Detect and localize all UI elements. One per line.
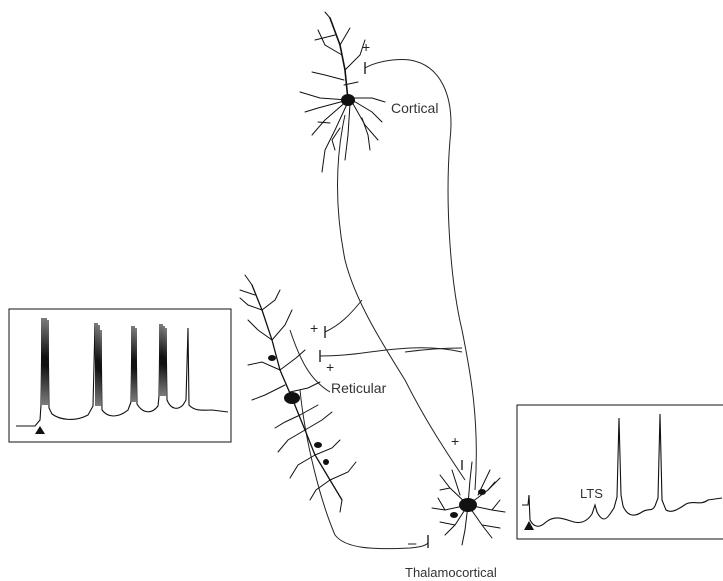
reticular-lower-sign: +: [326, 359, 334, 375]
thalamocortical-stimulus-marker: [524, 521, 534, 530]
cortical-input-sign: +: [362, 39, 370, 55]
inhibitory-sign: –: [408, 535, 417, 552]
reticular-label: Reticular: [331, 380, 387, 396]
axon-connections: [290, 59, 476, 548]
reticular-stimulus-marker: [35, 426, 45, 434]
cortical-descending-axon: [338, 115, 466, 480]
reticular-to-tc-axon: [300, 390, 428, 549]
cortical-label: Cortical: [391, 100, 438, 116]
thalamocortical-recording-inset: LTS: [517, 405, 723, 539]
thalamocortical-label: Thalamocortical: [405, 565, 497, 580]
reticular-upper-sign: +: [310, 320, 318, 336]
reticular-burst-trace: [16, 318, 228, 426]
thalamocortical-neuron: [432, 462, 505, 545]
cortical-neuron: [300, 12, 385, 172]
cortical-to-reticular-collateral: [325, 300, 362, 332]
thalamocortical-lts-trace: [522, 414, 722, 526]
reticular-recording-inset: [9, 309, 231, 442]
thalamocortical-to-cortical-axon: [365, 59, 476, 490]
thalamocortical-input-sign: +: [451, 433, 459, 449]
reticular-descending-branch: [290, 330, 330, 392]
lts-label: LTS: [580, 486, 603, 501]
